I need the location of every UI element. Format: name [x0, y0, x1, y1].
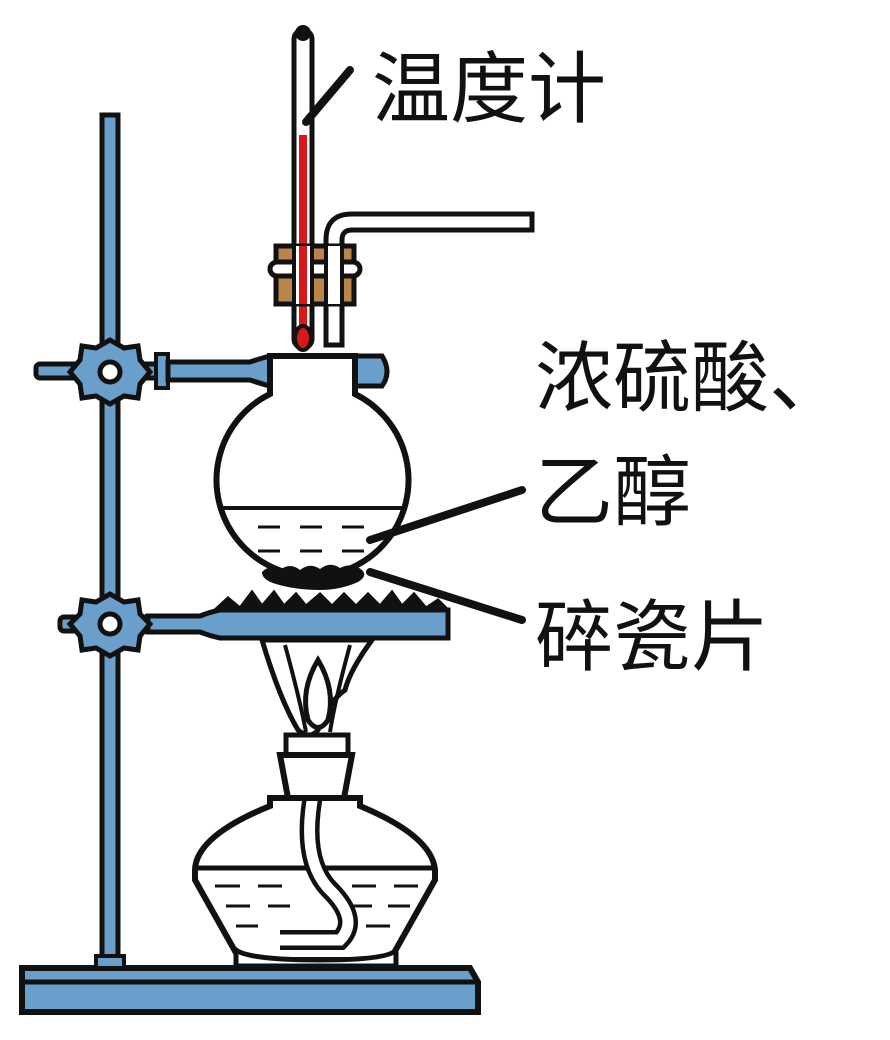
- thermometer-label: 温度计: [372, 45, 606, 135]
- lower-clamp: [57, 591, 451, 659]
- porcelain-chips-label: 碎瓷片: [535, 593, 769, 683]
- reagents-label-line1: 浓硫酸、: [535, 334, 847, 424]
- stand-rod: [94, 112, 126, 970]
- stand-base: [19, 965, 481, 1015]
- flask: [213, 353, 412, 590]
- chips-leader-line: [366, 568, 526, 624]
- delivery-tube: [323, 211, 535, 348]
- flame: [258, 637, 377, 738]
- reagents-leader-line: [366, 486, 526, 544]
- alcohol-lamp: [192, 732, 438, 969]
- rubber-stopper: [267, 243, 363, 307]
- thermometer-leader-line: [302, 66, 354, 126]
- wire-gauze: [213, 589, 450, 612]
- reagents-label-line2: 乙醇: [535, 448, 691, 538]
- porcelain-chips: [262, 564, 365, 590]
